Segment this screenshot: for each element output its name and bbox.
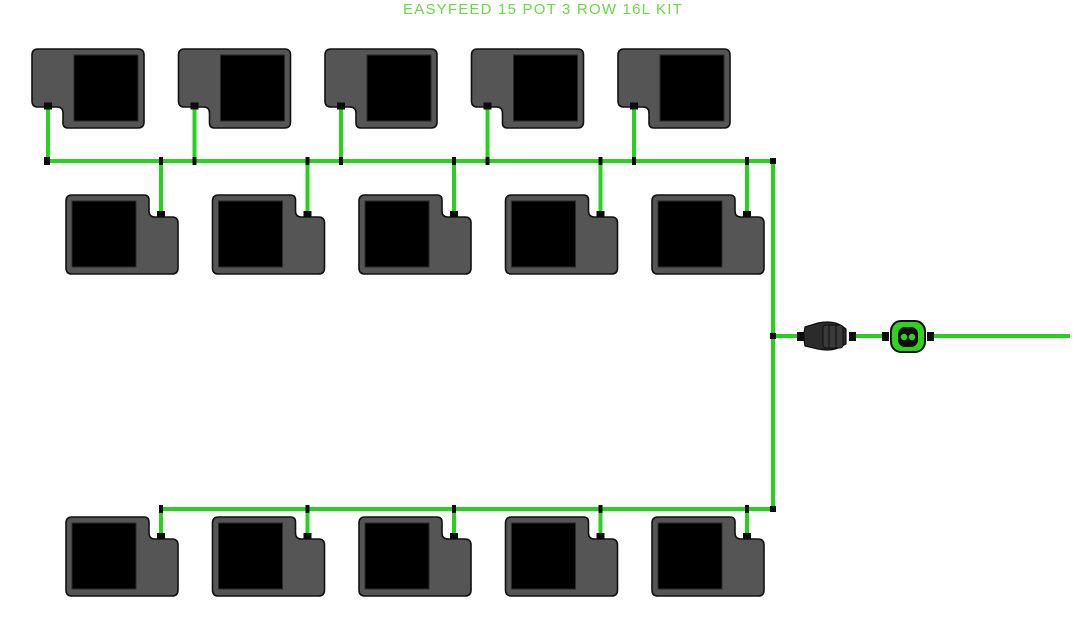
tube-fitting (770, 506, 776, 512)
pot-inner (364, 200, 430, 268)
pot-inner (364, 522, 430, 590)
tube-fitting (44, 102, 52, 110)
tube-fitting (190, 102, 199, 110)
filter-cap (822, 324, 844, 349)
pot-inner (220, 54, 285, 122)
pot (211, 194, 326, 275)
tube-fitting (157, 533, 165, 539)
tube-fitting (630, 102, 638, 110)
pot (470, 48, 585, 129)
tube-fitting (596, 533, 605, 539)
diagram-title: EASYFEED 15 POT 3 ROW 16L KIT (403, 1, 683, 18)
pot (65, 516, 179, 597)
tube-fitting (305, 157, 310, 165)
tube-fitting (305, 505, 310, 513)
pot (31, 48, 145, 129)
tube-fitting (44, 157, 48, 165)
tube-fitting (192, 157, 197, 165)
pump-connector-left (882, 332, 889, 341)
filter-connector-left (797, 332, 804, 341)
tube-fitting (632, 157, 636, 165)
tube-fitting (745, 157, 749, 165)
pot (65, 194, 179, 275)
pot-inner (511, 522, 576, 590)
filter-connector-right (849, 332, 856, 341)
pot-inner (511, 200, 576, 268)
pot (358, 516, 472, 597)
tube-fitting (452, 505, 456, 513)
tube-fitting (159, 157, 163, 165)
pot (358, 194, 472, 275)
pot (651, 194, 765, 275)
tube-fitting (743, 533, 751, 539)
pump-port-right (908, 333, 916, 341)
tube-fitting (485, 157, 490, 165)
tube-fitting (303, 211, 312, 217)
pot (617, 48, 731, 129)
tube-fitting (159, 505, 163, 513)
pump-port-left (900, 333, 908, 341)
tube-fitting (452, 157, 456, 165)
pot-inner (73, 54, 139, 122)
pump-unit (882, 320, 934, 353)
tube-fitting (598, 157, 603, 165)
pot-inner (71, 200, 137, 268)
pot-inner (71, 522, 137, 590)
pot (177, 48, 292, 129)
pot (504, 194, 619, 275)
filter-unit (797, 321, 856, 351)
pot-inner (218, 522, 283, 590)
tube-fitting (596, 211, 605, 217)
tube-fitting (598, 505, 603, 513)
pot-inner (659, 54, 725, 122)
pot-inner (657, 522, 723, 590)
pot (504, 516, 619, 597)
tube-fitting (450, 533, 458, 539)
tube-fitting (337, 102, 345, 110)
tube-fitting (770, 158, 776, 164)
pot (324, 48, 438, 129)
tube-fitting (745, 505, 749, 513)
tube-fitting (157, 211, 165, 217)
tube-fitting (483, 102, 492, 110)
pot (651, 516, 765, 597)
pump-connector-right (927, 332, 934, 341)
pot-inner (218, 200, 283, 268)
pump-face (898, 327, 918, 347)
tube-fitting (450, 211, 458, 217)
pots-group (31, 48, 765, 597)
pot-inner (657, 200, 723, 268)
tube-fitting (770, 333, 776, 339)
fittings-group (44, 102, 776, 539)
pot-inner (513, 54, 578, 122)
tube-fitting (339, 157, 343, 165)
tube-fitting (743, 211, 751, 217)
pot-inner (366, 54, 432, 122)
tube-fitting (303, 533, 312, 539)
pot (211, 516, 326, 597)
